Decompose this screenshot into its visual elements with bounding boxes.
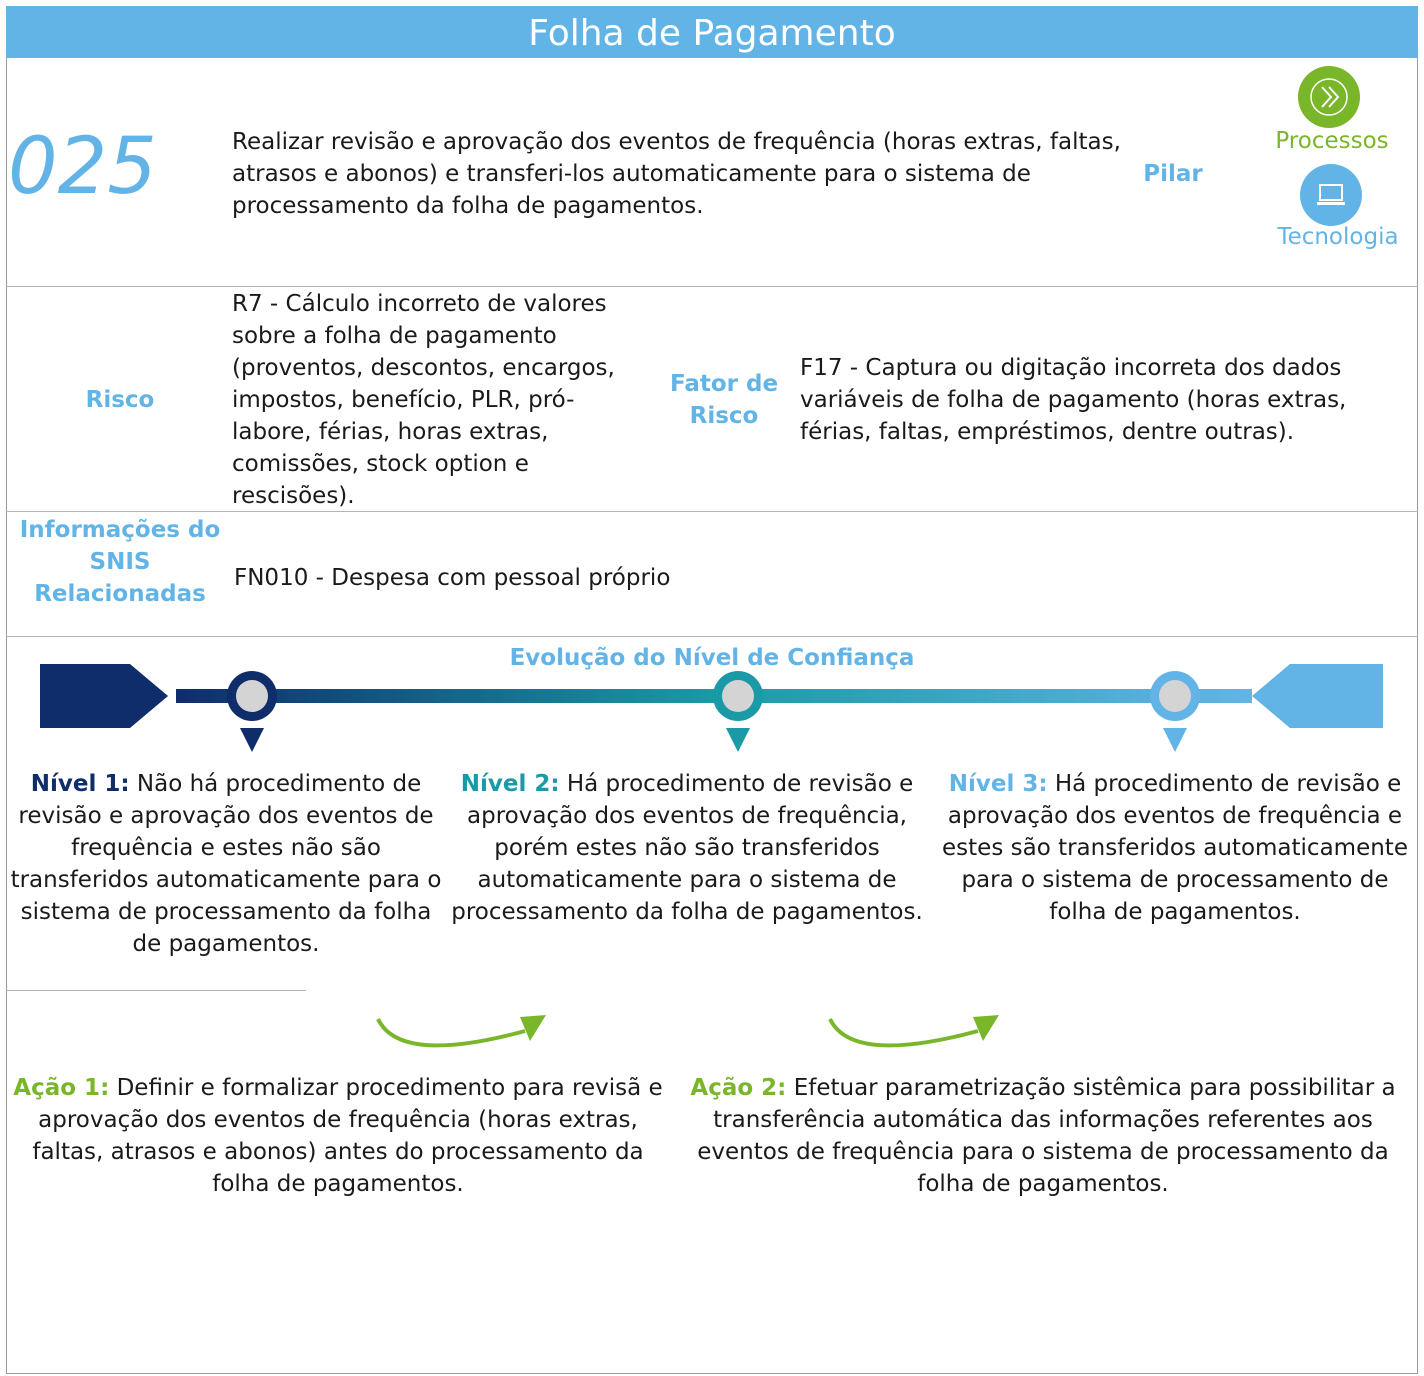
level-2-label: Nível 2: [460,771,560,797]
risk-label: Risco [85,387,155,413]
curved-arrow-icon [828,1015,999,1048]
curved-arrow-icon [376,1015,546,1048]
evolution-title: Evolução do Nível de Confiança [509,645,915,671]
pilar-label: Pilar [1143,161,1203,187]
level-2-text: Há procedimento de revisão e aprovação d… [451,771,923,925]
level-1-label: Nível 1: [30,771,130,797]
control-description: Realizar revisão e aprovação dos eventos… [232,129,1121,219]
divider [6,990,306,991]
start-arrow [40,664,168,728]
action-2: Ação 2: Efetuar parametrização sistêmica… [672,1072,1414,1200]
risk-factor-text: F17 - Captura ou digitação incorreta dos… [800,355,1347,445]
pilar-processos: Processos [1275,128,1389,154]
level-3-label: Nível 3: [948,771,1048,797]
level-1-marker [227,671,277,752]
divider [6,511,1418,512]
action-1-text: Definir e formalizar procedimento para r… [32,1075,663,1197]
action-2-label: Ação 2: [690,1075,787,1101]
snis-label: Informações do SNIS Relacionadas [19,517,221,607]
level-3-marker [1150,671,1200,752]
divider [6,636,1418,637]
action-1: Ação 1: Definir e formalizar procediment… [6,1072,670,1200]
action-2-text: Efetuar parametrização sistêmica para po… [697,1075,1396,1197]
double-chevron-right-icon [1298,66,1360,128]
level-3-description: Nível 3: Há procedimento de revisão e ap… [932,768,1418,928]
confidence-timeline [40,664,1383,752]
divider [6,286,1418,287]
laptop-icon [1300,164,1362,226]
action-1-label: Ação 1: [13,1075,110,1101]
level-3-text: Há procedimento de revisão e aprovação d… [942,771,1408,925]
level-1-text: Não há procedimento de revisão e aprovaç… [10,771,442,957]
page-title: Folha de Pagamento [6,6,1418,58]
risk-text: R7 - Cálculo incorreto de valores sobre … [232,291,615,509]
snis-text: FN010 - Despesa com pessoal próprio [234,565,671,591]
end-arrow [1252,664,1383,728]
risk-factor-label: Fator de Risco [669,371,779,429]
pilar-tecnologia: Tecnologia [1277,224,1399,250]
control-number: 025 [8,122,157,212]
level-2-marker [713,671,763,752]
level-1-description: Nível 1: Não há procedimento de revisão … [8,768,444,960]
level-2-description: Nível 2: Há procedimento de revisão e ap… [446,768,928,928]
